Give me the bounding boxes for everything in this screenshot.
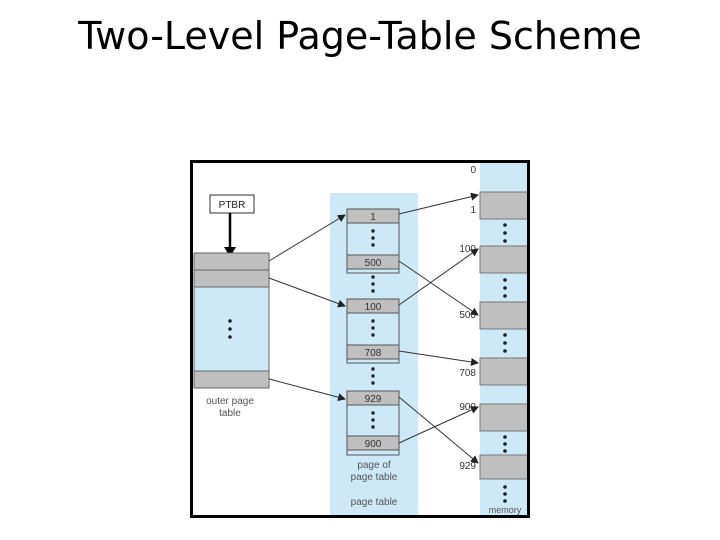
page-table-page bbox=[346, 390, 400, 456]
pointer-arrow bbox=[398, 396, 479, 464]
memory-caption: memory bbox=[489, 505, 522, 515]
memory-frame bbox=[479, 454, 527, 480]
outer-table-row bbox=[193, 269, 270, 288]
pointer-arrow bbox=[398, 248, 479, 306]
pointer-arrow bbox=[268, 378, 346, 402]
page-of-page-table-caption-line2: page table bbox=[351, 472, 398, 483]
page-table-diagram: PTBR outer page table 1 500 100 708 929 … bbox=[193, 163, 527, 515]
pointer-arrow bbox=[398, 406, 479, 444]
page-table-entry-708: 708 bbox=[365, 348, 382, 359]
memory-address-929: 929 bbox=[459, 461, 476, 472]
page-table-entry-900: 900 bbox=[365, 439, 382, 450]
page-table-page bbox=[346, 208, 400, 274]
outer-page-table bbox=[193, 252, 270, 389]
memory-column bbox=[479, 163, 527, 515]
outer-table-row bbox=[193, 370, 270, 389]
diagram-frame: PTBR outer page table 1 500 100 708 929 … bbox=[190, 160, 530, 518]
outer-table-caption-line2: table bbox=[219, 408, 241, 419]
memory-frame bbox=[479, 191, 527, 220]
ptbr-register bbox=[209, 194, 255, 214]
memory-address-100: 100 bbox=[459, 244, 476, 255]
pointer-arrow bbox=[398, 192, 479, 215]
pointer-arrow bbox=[268, 214, 346, 262]
page-table-page bbox=[346, 298, 400, 364]
ptbr-label: PTBR bbox=[219, 200, 246, 211]
page-of-page-table-caption-line1: page of bbox=[357, 460, 391, 471]
memory-address-900: 900 bbox=[459, 402, 476, 413]
outer-table-row bbox=[193, 252, 270, 271]
outer-table-caption-line1: outer page bbox=[206, 396, 254, 407]
page-table-entry-500: 500 bbox=[365, 258, 382, 269]
pointer-arrow bbox=[398, 260, 479, 316]
memory-frame bbox=[479, 245, 527, 274]
page-table-entry-1: 1 bbox=[370, 212, 376, 223]
memory-address-0: 0 bbox=[470, 165, 476, 176]
pointer-arrow bbox=[398, 350, 479, 366]
memory-address-708: 708 bbox=[459, 368, 476, 379]
memory-frame bbox=[479, 301, 527, 330]
page-table-caption: page table bbox=[351, 497, 398, 508]
memory-frame bbox=[479, 403, 527, 432]
pointer-arrow bbox=[268, 277, 346, 308]
memory-frame bbox=[479, 357, 527, 386]
memory-address-500: 500 bbox=[459, 310, 476, 321]
ptbr-arrowhead bbox=[224, 247, 236, 257]
page-table-entry-100: 100 bbox=[365, 302, 382, 313]
page-table-entry-929: 929 bbox=[365, 394, 382, 405]
slide-title: Two-Level Page-Table Scheme bbox=[78, 14, 642, 58]
memory-address-1: 1 bbox=[470, 205, 476, 216]
